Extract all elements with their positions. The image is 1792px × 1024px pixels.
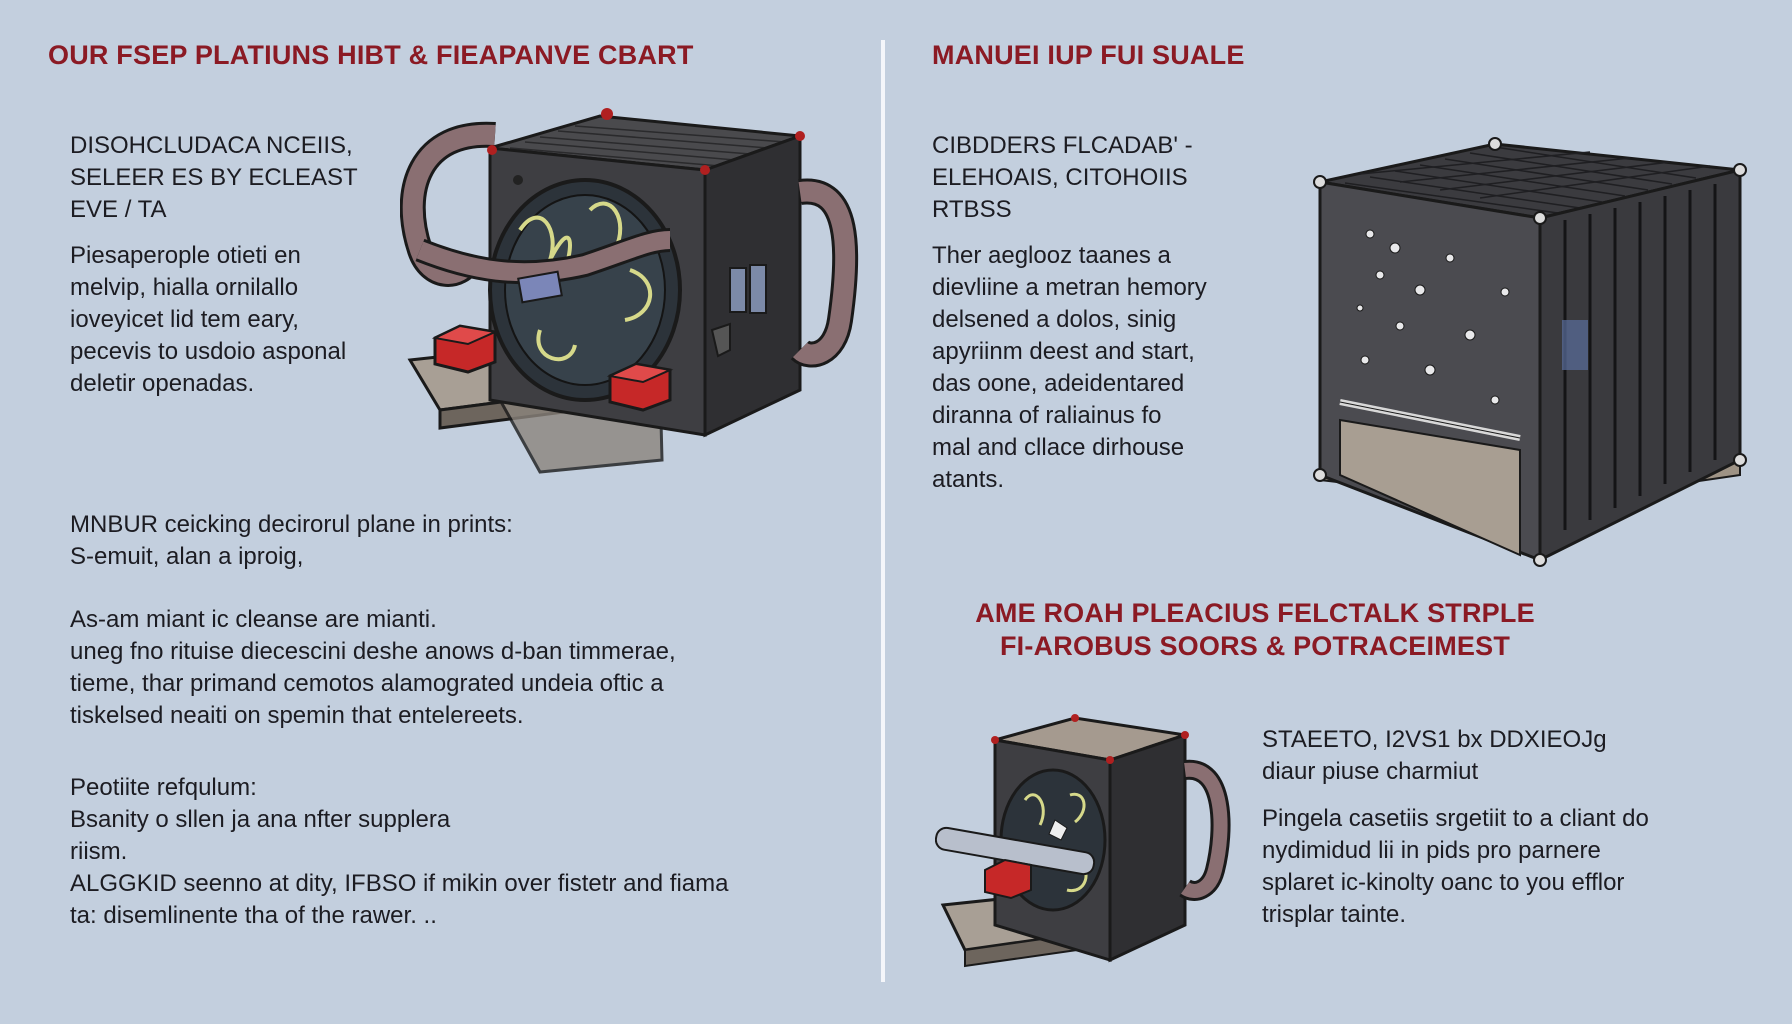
- text-line: As-am miant ic cleanse are mianti.: [70, 606, 437, 633]
- text-line: nydimidud lii in pids pro parnere: [1262, 837, 1601, 864]
- column-divider: [881, 40, 885, 982]
- text-line: apyriinm deest and start,: [932, 338, 1195, 365]
- text-line: Ther aeglooz taanes a: [932, 242, 1171, 269]
- text-line: tieme, thar primand cemotos alamograted …: [70, 670, 664, 697]
- left-heading: OUR FSEP PLATIUNS HIBT & FIEAPANVE CBART: [48, 40, 694, 70]
- text-line: SELEER ES BY ECLEAST: [70, 164, 358, 191]
- text-line: ALGGKID seenno at dity, IFBSO if mikin o…: [70, 870, 729, 897]
- text-line: tiskelsed neaiti on spemin that entelere…: [70, 702, 524, 729]
- text-line: Peotiite refqulum:: [70, 774, 257, 801]
- subheading-line: FI-AROBUS SOORS & POTRACEIMEST: [999, 631, 1511, 661]
- text-line: das oone, adeidentared: [932, 370, 1185, 397]
- subheading-line: AME ROAH PLEACIUS FELCTALK STRPLE: [975, 598, 1535, 628]
- text-line: splaret ic-kinolty oanc to you efflor: [1262, 869, 1625, 896]
- text-line: EVE / TA: [70, 196, 167, 223]
- text-line: Piesaperople otieti en: [70, 242, 301, 269]
- right-block-4: Pingela casetiis srgetiit to a cliant do…: [1262, 803, 1649, 931]
- text-line: Bsanity o sllen ja ana nfter supplera: [70, 806, 451, 833]
- text-line: deletir openadas.: [70, 370, 255, 397]
- text-line: CIBDDERS FLCADAB' -: [932, 132, 1193, 159]
- text-line: diranna of raliainus fo: [932, 402, 1162, 429]
- text-line: MNBUR ceicking decirorul plane in prints…: [70, 511, 513, 538]
- cooling-unit-with-fan-icon: [400, 108, 859, 474]
- text-line: melvip, hialla ornilallo: [70, 274, 299, 301]
- text-line: riism.: [70, 838, 128, 865]
- left-block-5: Peotiite refqulum: Bsanity o sllen ja an…: [70, 772, 728, 932]
- text-line: STAEETO, I2VS1 bx DDXIEOJg: [1262, 726, 1607, 753]
- text-line: delsened a dolos, sinig: [932, 306, 1177, 333]
- text-line: dievliine a metran hemory: [932, 274, 1207, 301]
- left-block-4: As-am miant ic cleanse are mianti. uneg …: [70, 604, 676, 732]
- text-line: ioveyicet lid tem eary,: [70, 306, 299, 333]
- text-line: S-emuit, alan a iproig,: [70, 543, 304, 570]
- right-heading: MANUEI IUP FUI SUALE: [932, 40, 1245, 70]
- left-block-3: MNBUR ceicking decirorul plane in prints…: [70, 509, 513, 573]
- text-line: DISOHCLUDACA NCEIIS,: [70, 132, 353, 159]
- text-line: atants.: [932, 466, 1005, 493]
- text-line: ta: disemlinente tha of the rawer. ..: [70, 902, 437, 929]
- small-fan-unit-icon: [935, 714, 1231, 968]
- text-line: diaur piuse charmiut: [1262, 758, 1479, 785]
- text-line: mal and cllace dirhouse: [932, 434, 1185, 461]
- left-block-1: DISOHCLUDACA NCEIIS, SELEER ES BY ECLEAS…: [70, 130, 358, 400]
- ventilated-cube-unit-icon: [1313, 137, 1747, 567]
- right-block-1: CIBDDERS FLCADAB' - ELEHOAIS, CITOHOIIS …: [932, 130, 1207, 496]
- right-subheading: AME ROAH PLEACIUS FELCTALK STRPLE FI-ARO…: [955, 597, 1555, 663]
- text-line: uneg fno rituise diecescini deshe anows …: [70, 638, 676, 665]
- right-block-3: STAEETO, I2VS1 bx DDXIEOJg diaur piuse c…: [1262, 724, 1607, 788]
- text-line: Pingela casetiis srgetiit to a cliant do: [1262, 805, 1649, 832]
- text-line: RTBSS: [932, 196, 1012, 223]
- text-line: pecevis to usdoio asponal: [70, 338, 347, 365]
- text-line: ELEHOAIS, CITOHOIIS: [932, 164, 1188, 191]
- text-line: trisplar tainte.: [1262, 901, 1407, 928]
